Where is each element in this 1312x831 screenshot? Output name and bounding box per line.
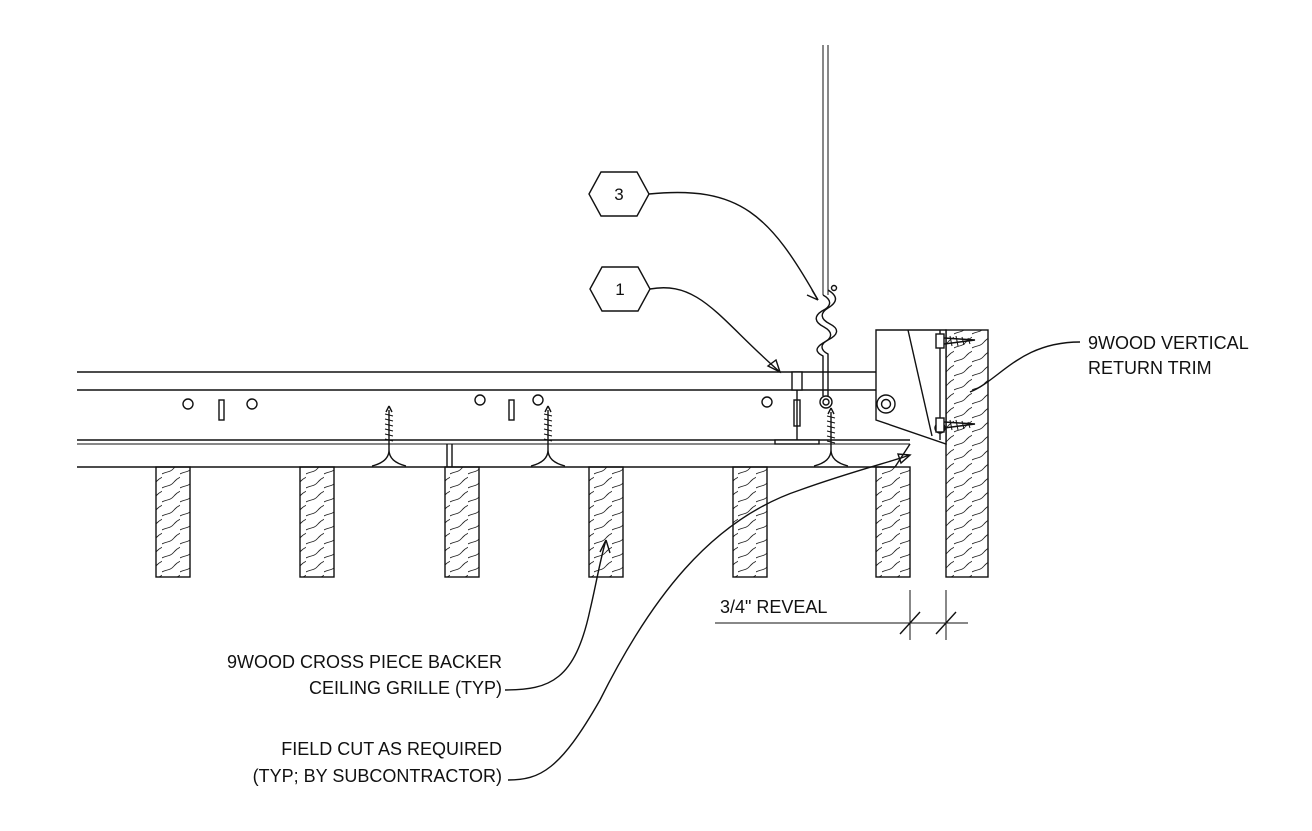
reveal-dimension-label: 3/4" REVEAL <box>720 597 827 617</box>
cross-piece-blocks <box>155 466 911 578</box>
leader-cross-piece <box>504 539 607 691</box>
screw-1 <box>371 405 407 467</box>
leader-field-cut-arrow <box>897 453 912 465</box>
hanger-wire <box>815 45 838 409</box>
label-vertical-trim-line2: RETURN TRIM <box>1088 358 1212 378</box>
label-field-cut-line1: FIELD CUT AS REQUIRED <box>281 739 502 759</box>
label-field-cut-line2: (TYP; BY SUBCONTRACTOR) <box>253 766 502 786</box>
label-cross-piece-line1: 9WOOD CROSS PIECE BACKER <box>227 652 502 672</box>
leader-tag-1-arrow <box>766 358 782 374</box>
svg-text:3: 3 <box>614 185 623 204</box>
vertical-return-trim <box>945 329 989 578</box>
leader-vertical-trim <box>969 341 1081 393</box>
svg-text:1: 1 <box>615 280 624 299</box>
trim-screws <box>935 333 976 433</box>
screw-2 <box>530 405 566 467</box>
callout-tag-3: 3 <box>588 171 650 217</box>
callout-tag-1: 1 <box>589 266 651 312</box>
angle-bracket <box>875 329 947 445</box>
suspension-clip <box>774 371 820 445</box>
label-vertical-trim-line1: 9WOOD VERTICAL <box>1088 333 1249 353</box>
leader-tag-3 <box>648 191 819 301</box>
leader-tag-3-arrow <box>806 289 819 301</box>
reveal-dimension <box>715 590 968 640</box>
leader-cross-piece-arrow <box>599 539 611 554</box>
main-runner <box>77 371 911 468</box>
leader-tag-1 <box>649 287 781 373</box>
label-cross-piece-line2: CEILING GRILLE (TYP) <box>309 678 502 698</box>
screw-3 <box>813 407 849 467</box>
leader-field-cut <box>507 454 911 781</box>
runner-holes <box>182 394 773 421</box>
